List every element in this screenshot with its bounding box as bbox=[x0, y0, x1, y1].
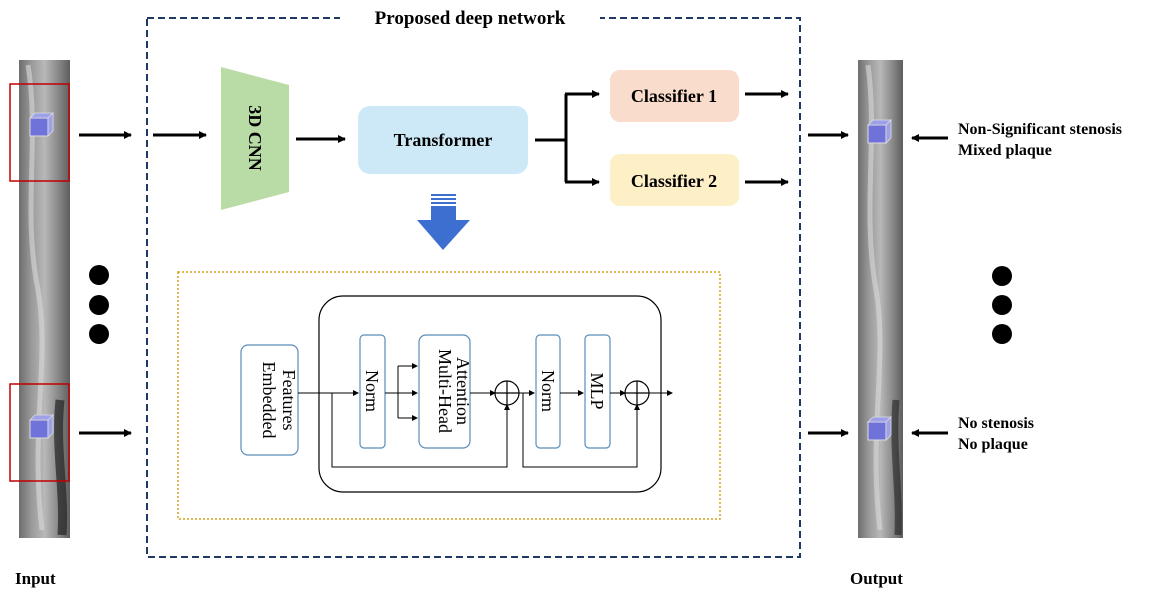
transformer-detail-frame bbox=[177, 271, 721, 520]
classifier1-label: Classifier 1 bbox=[631, 86, 717, 106]
classifier1-block bbox=[610, 70, 739, 122]
norm2-label: Norm bbox=[538, 370, 558, 412]
attention-box bbox=[418, 334, 471, 449]
network-frame bbox=[146, 17, 801, 558]
input-cube-icon-bottom bbox=[29, 414, 54, 439]
output-label: Output bbox=[850, 569, 903, 588]
attention-label-line2: Attention bbox=[453, 357, 473, 425]
add-node-2-icon bbox=[624, 380, 650, 406]
norm1-box bbox=[359, 334, 386, 449]
input-label: Input bbox=[15, 569, 56, 588]
input-roi-box-top bbox=[9, 83, 70, 182]
expand-down-arrow-icon bbox=[417, 194, 470, 250]
mlp-label: MLP bbox=[587, 372, 607, 409]
output-ellipsis-dots bbox=[992, 266, 1012, 344]
network-title-backdrop bbox=[340, 6, 600, 30]
classifier2-label: Classifier 2 bbox=[631, 171, 717, 191]
output-cube-icon-bottom bbox=[867, 416, 892, 441]
attention-label-line1: Multi-Head bbox=[435, 349, 455, 433]
output-cube-icon-top bbox=[867, 119, 892, 144]
cnn-block bbox=[221, 67, 289, 210]
norm2-box bbox=[535, 334, 561, 449]
add-node-1-icon bbox=[494, 380, 520, 406]
input-ellipsis-dots bbox=[89, 265, 109, 344]
embedded-features-label-line2: Features bbox=[279, 370, 299, 431]
result-top-line1: Non-Significant stenosis bbox=[958, 121, 1122, 138]
result-bottom-line1: No stenosis bbox=[958, 415, 1034, 432]
input-roi-box-bottom bbox=[9, 383, 70, 482]
embedded-features-box bbox=[240, 344, 299, 456]
result-top-line2: Mixed plaque bbox=[958, 142, 1052, 159]
embedded-features-label-line1: Embedded bbox=[259, 362, 279, 439]
detail-flow-lines bbox=[298, 363, 673, 468]
classifier2-block bbox=[610, 154, 739, 206]
norm1-label: Norm bbox=[362, 370, 382, 412]
input-cube-icon-top bbox=[29, 112, 54, 137]
transformer-block bbox=[358, 106, 528, 174]
network-title: Proposed deep network bbox=[375, 8, 566, 29]
transformer-label: Transformer bbox=[394, 130, 493, 150]
result-bottom-line2: No plaque bbox=[958, 436, 1028, 453]
encoder-block-outline bbox=[318, 295, 662, 493]
split-arrows bbox=[535, 90, 600, 186]
mlp-box bbox=[584, 334, 611, 449]
cnn-label: 3D CNN bbox=[245, 105, 265, 171]
